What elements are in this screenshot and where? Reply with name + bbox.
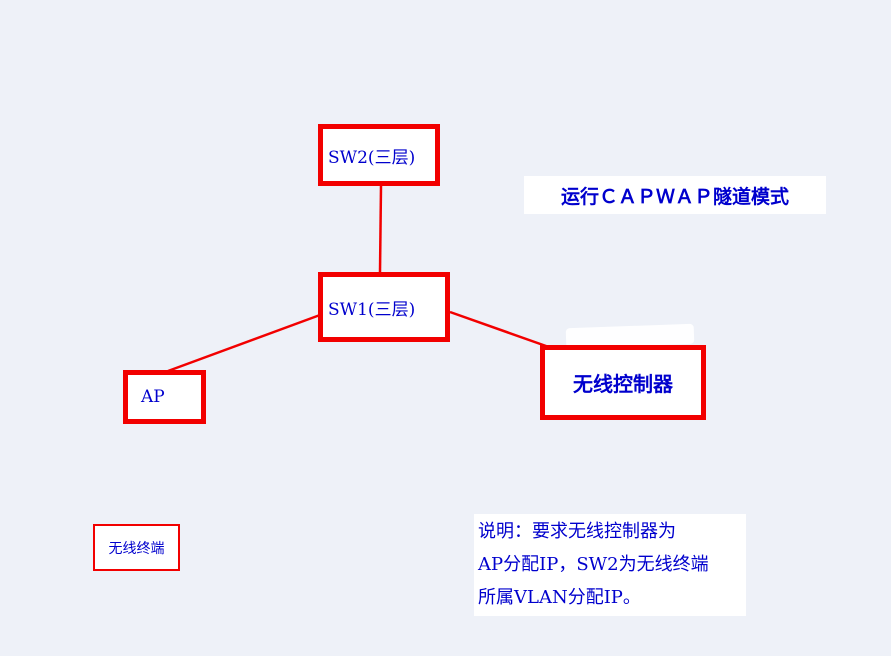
node-wireless-terminal: 无线终端 (93, 524, 180, 571)
node-wireless-controller: 无线控制器 (540, 345, 706, 420)
node-sw2-label: SW2(三层) (328, 147, 416, 168)
node-sw1: SW1(三层) (318, 272, 450, 342)
note-text-block: 说明：要求无线控制器为 AP分配IP，SW2为无线终端 所属VLAN分配IP。 (474, 514, 746, 616)
node-sw2: SW2(三层) (318, 124, 440, 186)
link-sw1-ap (167, 313, 321, 373)
capwap-tunnel-mode-label: 运行ＣＡＰＷＡＰ隧道模式 (524, 176, 826, 214)
node-sw1-label: SW1(三层) (328, 299, 416, 320)
node-ap: AP (123, 370, 206, 424)
node-ap-label: AP (141, 387, 165, 407)
node-wireless-controller-label: 无线控制器 (573, 372, 673, 396)
link-sw2-sw1 (378, 185, 383, 273)
node-wireless-terminal-label: 无线终端 (108, 540, 165, 557)
note-line-2: AP分配IP，SW2为无线终端 (478, 554, 709, 575)
note-line-3: 所属VLAN分配IP。 (478, 587, 641, 608)
note-line-1: 说明：要求无线控制器为 (478, 521, 676, 542)
